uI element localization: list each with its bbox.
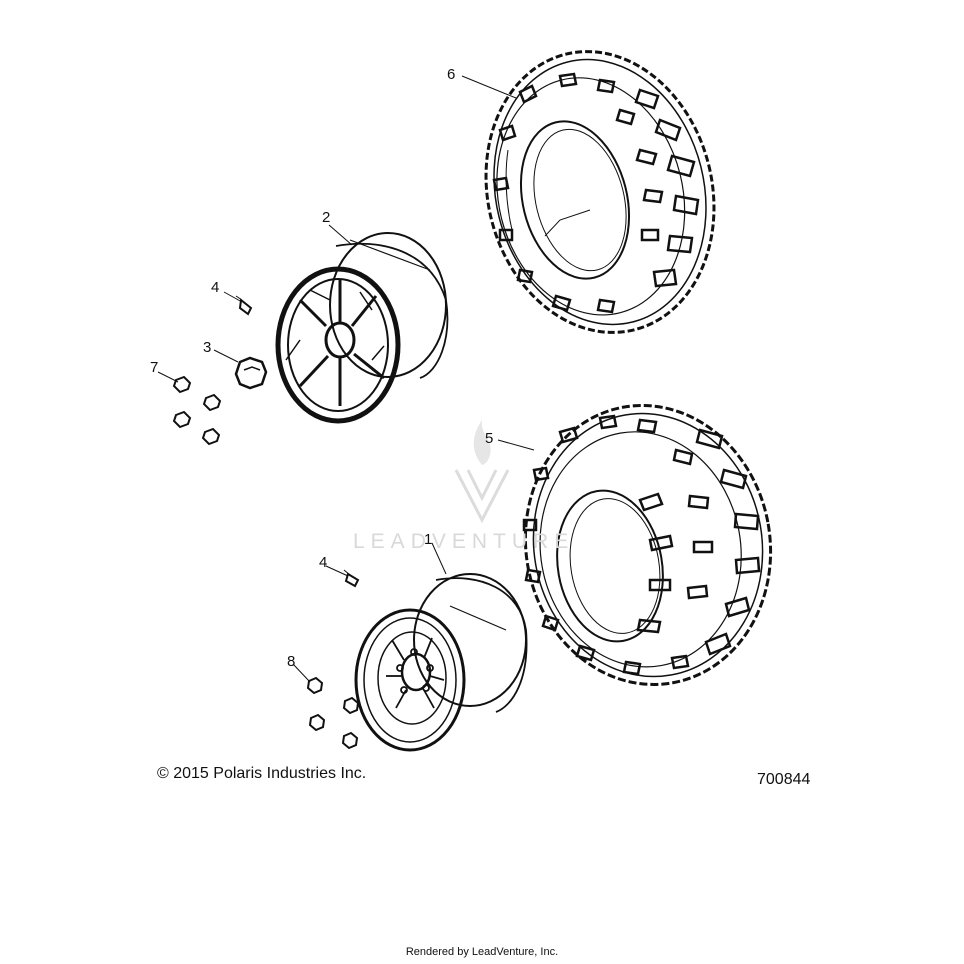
- leadventure-watermark-logo: [454, 420, 510, 524]
- callout-8: 8: [287, 653, 295, 670]
- callout-3: 3: [203, 339, 211, 356]
- wheel-1: [354, 573, 528, 752]
- leader-lines: [157, 75, 535, 683]
- rendered-by-footer: Rendered by LeadVenture, Inc.: [405, 946, 559, 958]
- lug-nuts-8: [306, 676, 360, 750]
- lug-nuts-7: [172, 375, 222, 446]
- valve-stem-4-upper: [235, 295, 253, 316]
- callout-2: 2: [322, 209, 330, 226]
- watermark-text: LEADVENTURE: [353, 530, 575, 553]
- copyright-notice: © 2015 Polaris Industries Inc.: [157, 765, 367, 782]
- valve-stem-4-lower: [343, 569, 360, 588]
- wheel-2: [275, 232, 449, 424]
- center-cap-3: [234, 356, 268, 390]
- tire-5: [522, 404, 773, 686]
- callout-1: 1: [424, 531, 432, 548]
- tire-6: [484, 50, 716, 334]
- callout-7: 7: [150, 359, 158, 376]
- callout-4-upper: 4: [211, 279, 219, 296]
- callout-5: 5: [485, 430, 493, 447]
- drawing-number: 700844: [757, 771, 811, 788]
- callout-6: 6: [447, 66, 455, 83]
- callout-4-lower: 4: [319, 554, 327, 571]
